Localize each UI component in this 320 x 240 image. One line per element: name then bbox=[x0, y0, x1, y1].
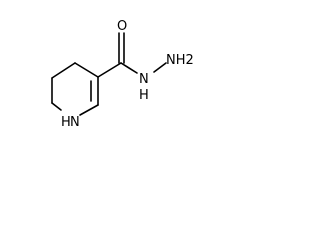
bond-ring-c2-c3 bbox=[51, 62, 76, 79]
bond-ring-n1-c2 bbox=[51, 102, 62, 111]
atom-label-hydrazide-hydrogen: H bbox=[139, 88, 149, 103]
bond-ring-c3-c4 bbox=[74, 62, 99, 78]
bond-nh-nh2 bbox=[153, 62, 167, 73]
atom-label-amino-group: NH2 bbox=[166, 53, 194, 68]
chemical-structure: O N H NH2 H N bbox=[51, 19, 194, 130]
bond-carbonyl-carbon-nh bbox=[120, 62, 138, 74]
atom-label-ring-nitrogen: N bbox=[70, 115, 80, 130]
bond-c4-carbonyl-carbon bbox=[97, 62, 122, 78]
atom-label-carbonyl-oxygen: O bbox=[117, 19, 127, 34]
atom-label-ring-nitrogen-hydrogen: H bbox=[61, 115, 71, 130]
bond-ring-c5-n1 bbox=[79, 104, 99, 116]
atom-label-hydrazide-nitrogen: N bbox=[139, 72, 149, 87]
